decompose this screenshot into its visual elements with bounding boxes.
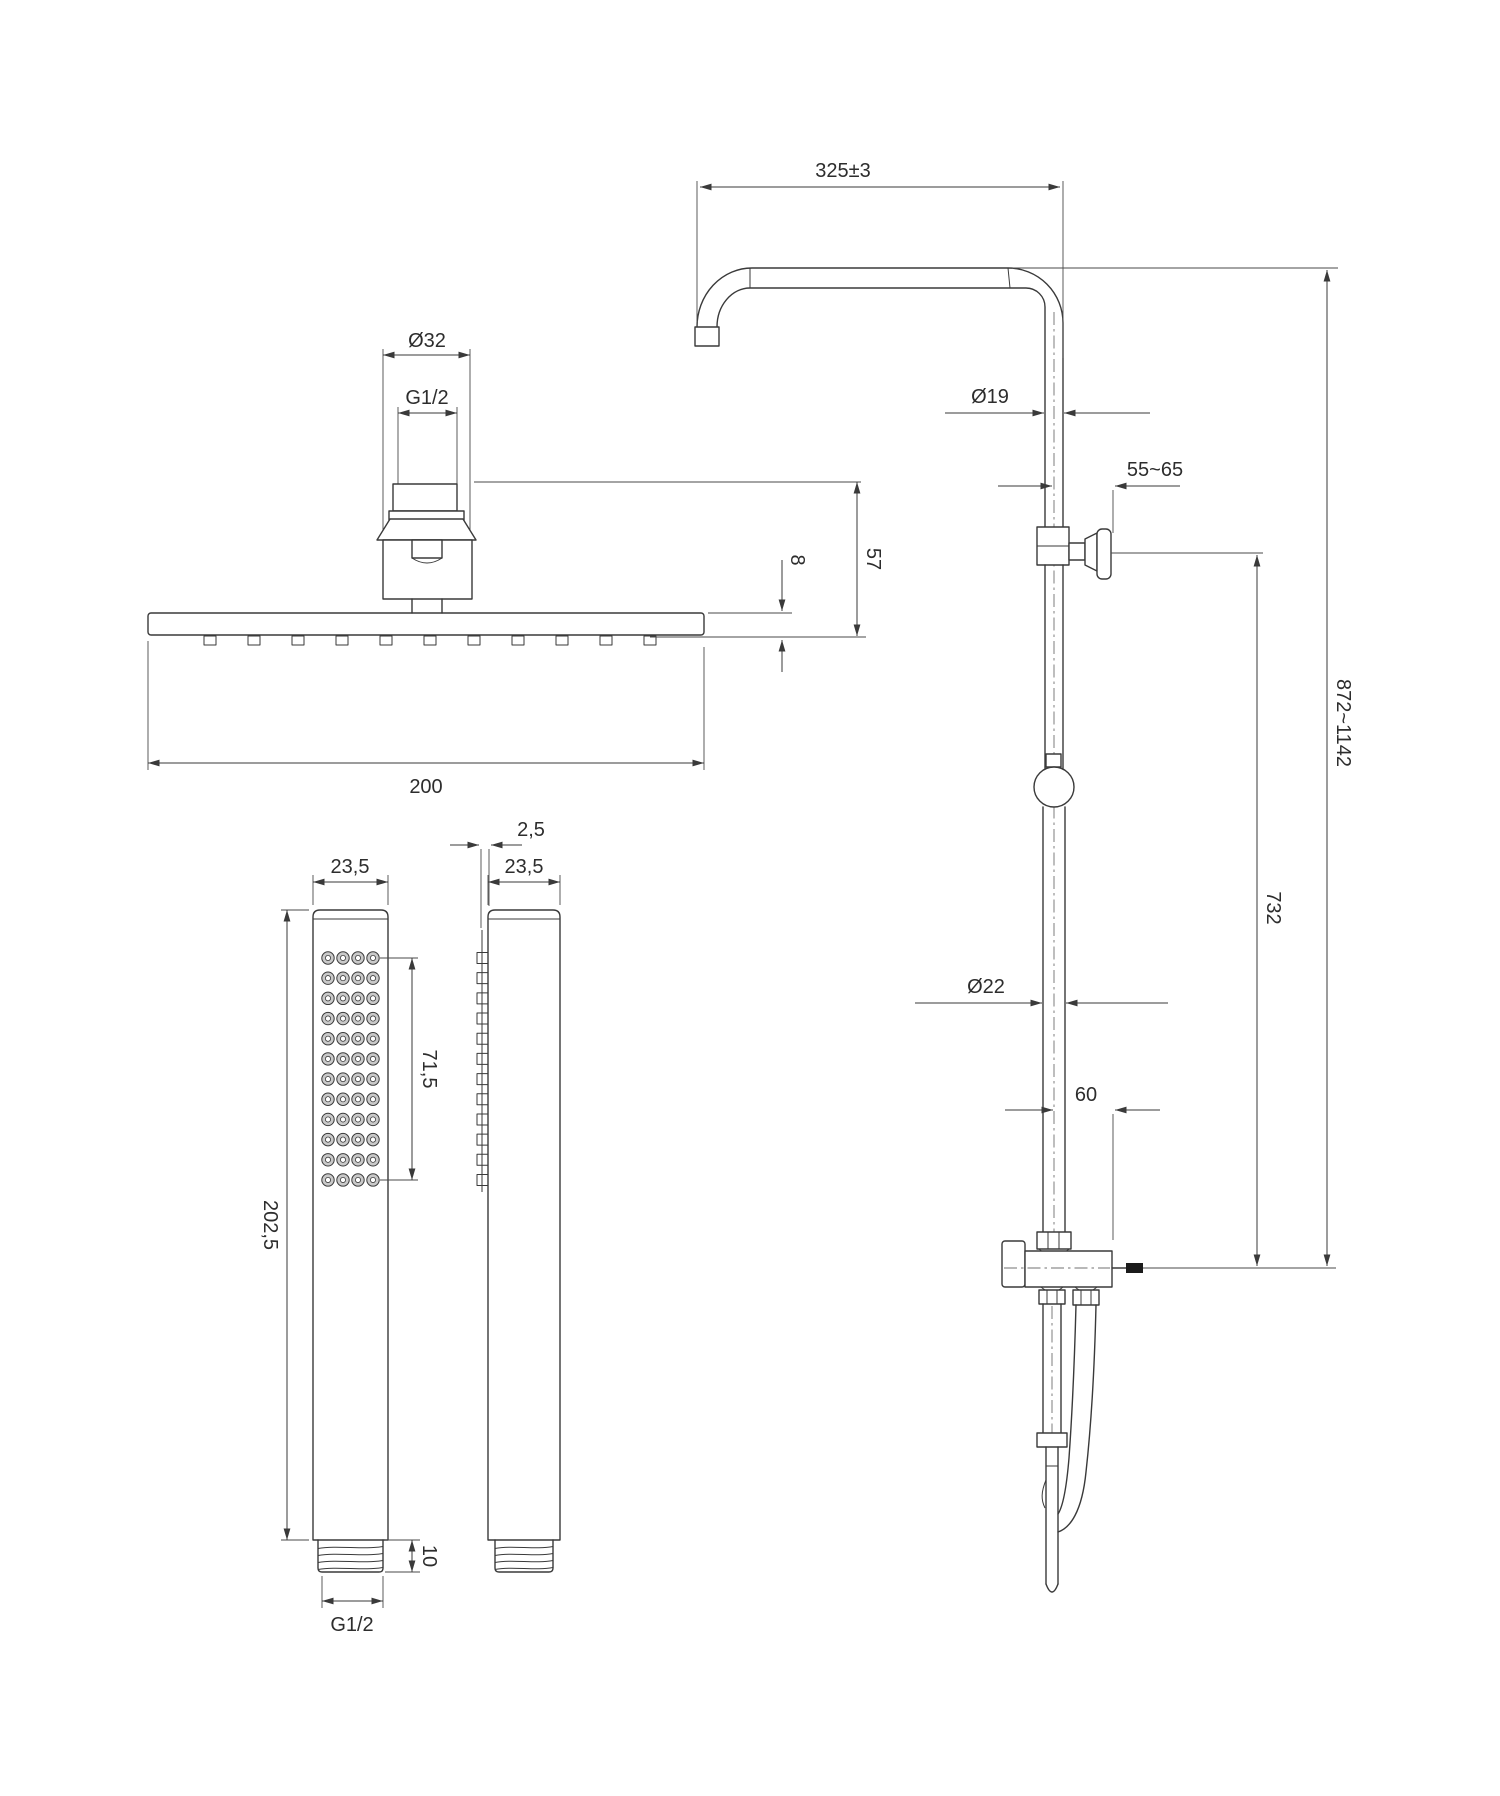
hand-shower-side-view: 2,5 23,5	[317, 819, 561, 1573]
hand-shower-body-front	[312, 909, 389, 1541]
hand-shower-thread-front	[317, 1539, 384, 1573]
head-joint-screw	[411, 539, 443, 559]
dim-hand-length: 202,5	[259, 1200, 281, 1250]
head-thread-nipple	[392, 483, 458, 512]
dim-hand-thread: G1/2	[330, 1614, 373, 1636]
slider-knob	[1033, 766, 1075, 808]
rain-head-side-view: Ø32 G1/2 57 8 200	[147, 330, 884, 798]
dim-hand-width-front: 23,5	[331, 856, 370, 878]
dim-head-width: 200	[409, 776, 442, 798]
wall-bracket-cone	[1084, 532, 1098, 572]
shower-arm-inner	[716, 287, 1046, 528]
hand-shower-front-view: 23,5 71,5 202,5 10 G1/2	[259, 856, 440, 1636]
diverter-lever	[1126, 1263, 1143, 1273]
dim-head-thread: G1/2	[405, 387, 448, 409]
slider-knob-stem	[1045, 753, 1062, 768]
thread-ridges	[317, 1546, 554, 1570]
dim-head-thickness: 8	[786, 554, 808, 565]
dim-riser-diameter: Ø22	[967, 976, 1005, 998]
shower-hose-outer	[1057, 1304, 1097, 1533]
rain-head-nozzle-row	[203, 635, 657, 646]
hose-outlet-nut	[1072, 1289, 1100, 1306]
dim-hand-thread-length: 10	[418, 1545, 440, 1567]
dim-outlet-offset: 60	[1075, 1084, 1097, 1106]
head-ball-joint-flange	[376, 518, 477, 541]
dim-wall-distance: 55~65	[1127, 459, 1183, 481]
shower-column-view: 325±3 Ø19 55~65 Ø22 60	[694, 160, 1354, 1593]
rain-head-plate	[147, 612, 705, 636]
hand-shower-nozzle-side-row	[476, 952, 489, 1186]
dim-head-drop: 57	[862, 548, 884, 570]
dim-hand-spray-field: 71,5	[418, 1050, 440, 1089]
hand-shower-thread-side	[494, 1539, 554, 1573]
dim-head-connector-diameter: Ø32	[408, 330, 446, 352]
hand-shower-clamp	[1036, 1432, 1068, 1448]
holder-outlet-nut	[1038, 1289, 1066, 1305]
diverter-left-cap	[1001, 1240, 1026, 1288]
dim-hand-plate-thickness: 2,5	[517, 819, 545, 841]
diverter-body	[1024, 1250, 1113, 1288]
riser-union-nut	[1036, 1231, 1072, 1250]
hand-shower-nozzle-grid	[321, 951, 380, 1187]
shower-arm-end-cap	[694, 326, 720, 347]
wall-bracket-arm	[1068, 542, 1086, 561]
shower-hose-inner	[1057, 1304, 1077, 1515]
dim-hand-width-side: 23,5	[505, 856, 544, 878]
dim-arm-length: 325±3	[815, 160, 870, 182]
hanging-hand-shower-tip	[1045, 1583, 1059, 1593]
shower-arm-outer	[696, 267, 1064, 528]
dim-column-lower-height: 732	[1262, 891, 1284, 924]
hand-shower-body-side	[487, 909, 561, 1541]
wall-bracket-flange	[1096, 528, 1112, 580]
dim-column-height-range: 872~1142	[1332, 679, 1354, 767]
dim-arm-pipe-diameter: Ø19	[971, 386, 1009, 408]
